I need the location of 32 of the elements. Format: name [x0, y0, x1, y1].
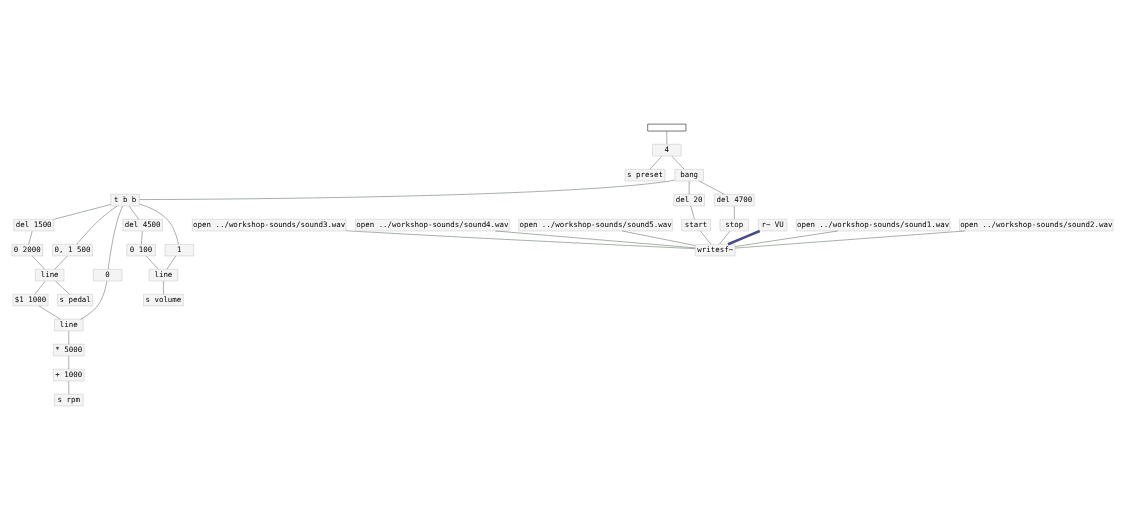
- connector: [34, 280, 46, 294]
- connector: [107, 205, 123, 269]
- connector: [38, 305, 61, 319]
- connector: [734, 205, 735, 219]
- connector: [139, 203, 179, 244]
- connector: [80, 280, 108, 319]
- connector: [28, 230, 33, 244]
- connector: [141, 230, 143, 244]
- connector: [128, 205, 139, 219]
- connector: [699, 180, 725, 195]
- connector: [495, 230, 696, 248]
- connector: [690, 205, 695, 219]
- connector: [700, 230, 712, 244]
- connector: [163, 280, 164, 294]
- connector: [345, 229, 696, 249]
- connector: [53, 203, 111, 220]
- connector: [666, 130, 668, 144]
- connector: [55, 280, 70, 294]
- connector: [32, 255, 45, 269]
- connector: [76, 205, 118, 244]
- connector: [139, 179, 675, 200]
- connector: [622, 230, 696, 246]
- connector: [166, 255, 176, 269]
- connector: [649, 155, 663, 170]
- node-bar: [647, 123, 687, 131]
- connector: [671, 155, 685, 170]
- connector: [146, 255, 159, 269]
- connector: [719, 230, 731, 244]
- connector: [734, 230, 966, 248]
- connector: [734, 230, 839, 247]
- connector: [54, 255, 68, 269]
- connector: [727, 229, 761, 245]
